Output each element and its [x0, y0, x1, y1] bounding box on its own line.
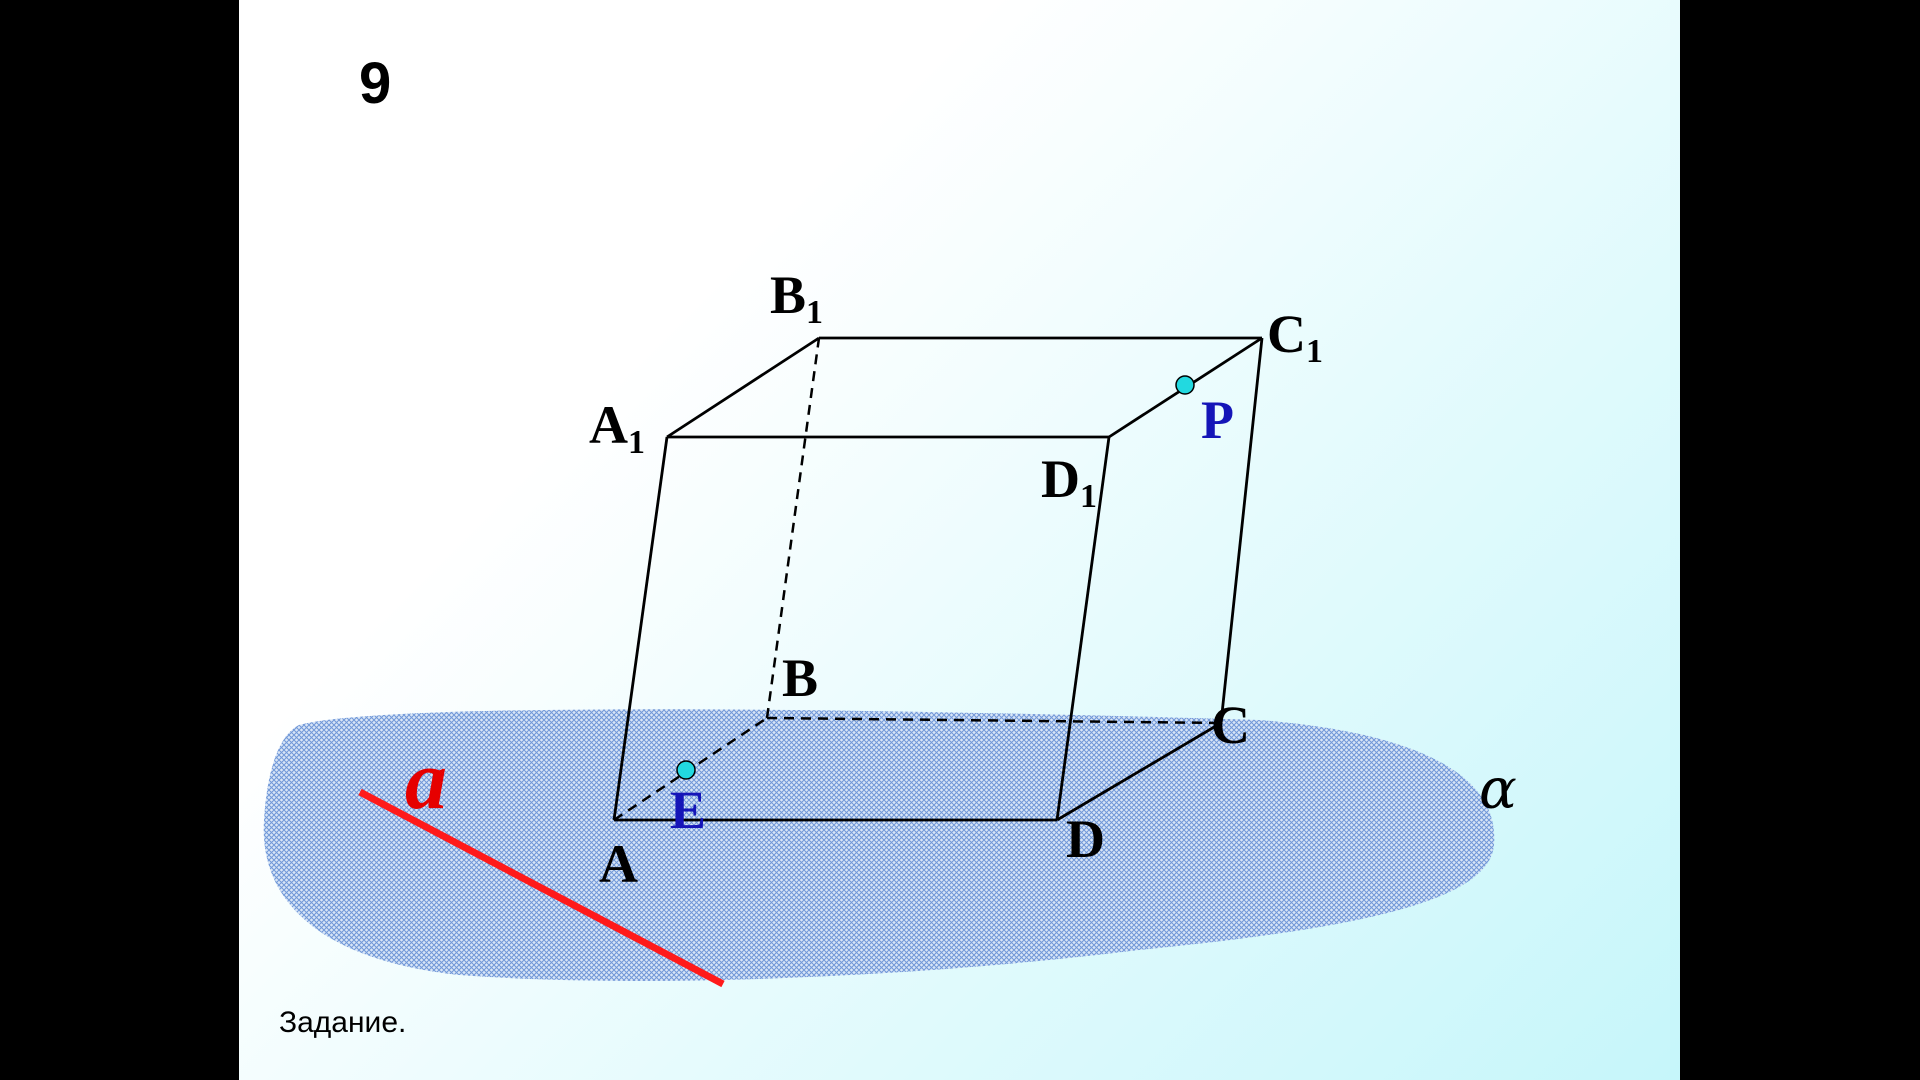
edge-CC1 — [1219, 337, 1264, 724]
plane-alpha — [263, 709, 1495, 981]
label-D: D — [1066, 809, 1105, 869]
edge-AA1 — [612, 436, 669, 821]
slide: 9 — [239, 0, 1680, 1080]
label-E: E — [670, 780, 706, 840]
label-P: P — [1201, 390, 1234, 450]
label-A1: A1 — [589, 395, 645, 461]
label-line-a: a — [405, 734, 447, 827]
label-C1: C1 — [1267, 304, 1323, 370]
edge-BB1 — [765, 337, 821, 719]
label-C: C — [1211, 695, 1250, 755]
edge-DC — [1056, 721, 1222, 822]
point-P-marker — [1175, 375, 1195, 395]
edge-BC — [766, 716, 1222, 725]
label-A: A — [599, 834, 638, 894]
edge-DD1 — [1055, 436, 1111, 821]
point-E-marker — [676, 760, 696, 780]
label-D1: D1 — [1041, 449, 1097, 515]
task-caption: Задание. — [279, 1006, 407, 1039]
edge-A1B1 — [666, 336, 820, 439]
slide-number: 9 — [359, 51, 392, 116]
line-a — [358, 788, 725, 988]
label-plane-alpha: α — [1479, 757, 1517, 822]
label-B: B — [782, 648, 818, 708]
label-B1: B1 — [770, 265, 823, 331]
parallelepiped-diagram: A D B C A1 B1 C1 D1 E P a α — [263, 265, 1517, 988]
